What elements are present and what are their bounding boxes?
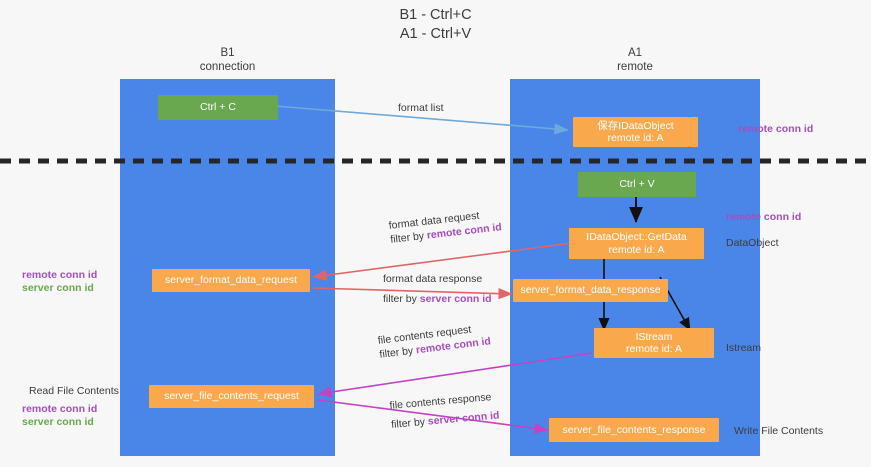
node-server-file-contents-request[interactable]: server_file_contents_request: [149, 385, 314, 408]
node-idataobject-getdata[interactable]: IDataObject::GetData remote id: A: [569, 228, 704, 259]
edge-label-format-data-response: format data response filter by server co…: [383, 272, 492, 306]
column-header-b1: B1 connection: [120, 47, 335, 74]
page-title-line-1: B1 - Ctrl+C: [399, 7, 472, 23]
node-istream-sub: remote id: A: [625, 343, 683, 355]
node-istream-label: IStream: [635, 330, 673, 343]
node-save-idataobject-label: 保存IDataObject: [597, 119, 674, 132]
node-ctrl-c[interactable]: Ctrl + C: [158, 95, 278, 120]
edge-label-format-data-request-prefix: filter by: [389, 229, 428, 246]
node-ctrl-v[interactable]: Ctrl + V: [578, 172, 696, 197]
page-title: B1 - Ctrl+C A1 - Ctrl+V: [0, 6, 871, 44]
node-ctrl-c-label: Ctrl + C: [200, 101, 236, 114]
edge-label-format-data-response-line1: format data response: [383, 273, 483, 285]
node-server-file-contents-response[interactable]: server_file_contents_response: [549, 418, 719, 442]
node-ctrl-v-label: Ctrl + V: [619, 178, 655, 191]
node-idataobject-getdata-sub: remote id: A: [608, 243, 665, 256]
annotation-left-file-server: server conn id: [22, 416, 94, 428]
column-header-a1: A1 remote: [510, 47, 760, 74]
annotation-right-remote-mid: remote conn id: [726, 211, 802, 223]
annotation-left-conn-ids-file: remote conn id server conn id: [22, 403, 97, 429]
annotation-left-file-remote: remote conn id: [22, 403, 98, 415]
column-header-b1-name: B1: [220, 47, 235, 59]
node-save-idataobject-sub: remote id: A: [607, 132, 664, 144]
node-server-format-data-response-label: server_format_data_response: [520, 284, 661, 297]
edge-label-file-contents-request-prefix: filter by: [378, 344, 417, 361]
node-server-format-data-request[interactable]: server_format_data_request: [152, 269, 310, 292]
annotation-right-istream: Istream: [726, 342, 762, 354]
column-header-a1-name: A1: [627, 47, 643, 59]
page-title-line-2: A1 - Ctrl+V: [399, 26, 472, 42]
annotation-left-format-server: server conn id: [22, 282, 94, 294]
annotation-left-format-remote: remote conn id: [22, 269, 98, 281]
node-istream[interactable]: IStream remote id: A: [594, 328, 714, 358]
edge-label-format-data-request: format data request filter by remote con…: [388, 206, 502, 247]
node-server-format-data-response[interactable]: server_format_data_response: [513, 279, 668, 302]
annotation-read-file-contents-caption: Read File Contents: [29, 385, 119, 397]
annotation-right-dataobject: DataObject: [726, 237, 779, 249]
column-header-a1-role: remote: [617, 60, 653, 73]
annotation-left-conn-ids-format: remote conn id server conn id: [22, 269, 97, 295]
edge-label-format-list: format list: [398, 101, 444, 115]
column-header-b1-role: connection: [199, 60, 256, 73]
annotation-read-file-contents: Read File Contents: [29, 385, 119, 398]
node-server-file-contents-response-label: server_file_contents_response: [562, 423, 706, 436]
annotation-right-write-file-contents: Write File Contents: [734, 425, 824, 437]
edge-label-file-contents-response-line2: filter by server conn id: [391, 408, 500, 431]
edge-label-format-data-response-line2: filter by server conn id: [383, 292, 492, 306]
edge-label-file-contents-response: file contents response filter by server …: [389, 390, 500, 432]
edge-label-format-list-line1: format list: [398, 102, 444, 114]
node-save-idataobject[interactable]: 保存IDataObject remote id: A: [573, 117, 698, 147]
edge-label-file-contents-response-prefix: filter by: [390, 415, 429, 431]
edge-label-format-data-response-key: server conn id: [419, 293, 492, 305]
edge-label-file-contents-request: file contents request filter by remote c…: [377, 320, 492, 361]
edge-label-file-contents-response-key: server conn id: [427, 409, 500, 428]
edge-label-format-data-response-prefix: filter by: [383, 293, 420, 305]
node-server-format-data-request-label: server_format_data_request: [165, 274, 297, 287]
annotation-right-remote-top: remote conn id: [738, 123, 814, 135]
node-server-file-contents-request-label: server_file_contents_request: [164, 390, 299, 403]
node-idataobject-getdata-label: IDataObject::GetData: [586, 231, 687, 243]
